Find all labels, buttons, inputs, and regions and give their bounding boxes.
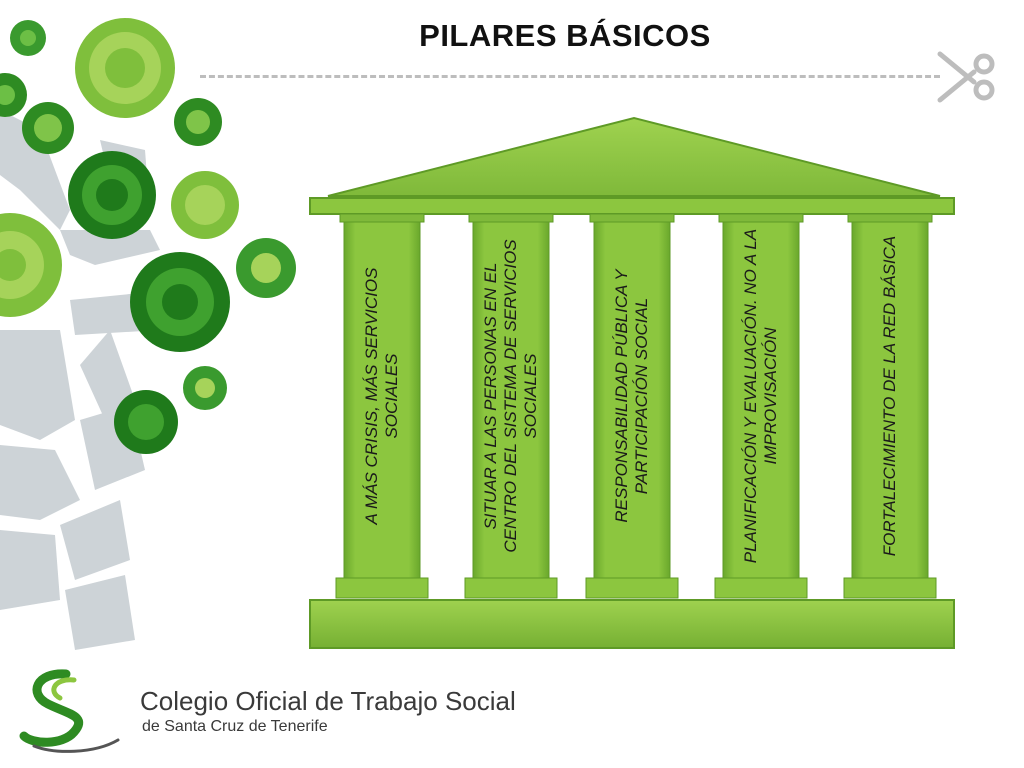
temple-diagram bbox=[309, 116, 955, 649]
temple-roof bbox=[327, 116, 941, 197]
pillar-label-3: RESPONSABILIDAD PÚBLICA Y PARTICIPACIÓN … bbox=[612, 269, 651, 523]
pillar-2 bbox=[464, 213, 558, 599]
college-logo-mark bbox=[19, 669, 120, 753]
pillar-label-1: A MÁS CRISIS, MÁS SERVICIOS SOCIALES bbox=[362, 267, 401, 525]
slide-title: PILARES BÁSICOS bbox=[419, 18, 711, 53]
logo-text-line2: de Santa Cruz de Tenerife bbox=[142, 718, 328, 735]
pillar-1 bbox=[335, 213, 429, 599]
temple-base bbox=[309, 599, 955, 649]
decorative-tree bbox=[0, 18, 296, 650]
pillar-label-5: FORTALECIMIENTO DE LA RED BÁSICA bbox=[880, 235, 899, 557]
pillar-5 bbox=[843, 213, 937, 599]
temple-entablature bbox=[309, 197, 955, 215]
logo-text-line1: Colegio Oficial de Trabajo Social bbox=[140, 686, 516, 716]
pillar-4 bbox=[714, 213, 808, 599]
pillar-3 bbox=[585, 213, 679, 599]
dashed-divider bbox=[200, 75, 940, 78]
pillar-label-2: SITUAR A LAS PERSONAS EN EL CENTRO DEL S… bbox=[481, 239, 540, 553]
pillar-label-4: PLANIFICACIÓN Y EVALUACIÓN. NO A LA IMPR… bbox=[741, 228, 780, 564]
scissors-icon bbox=[937, 51, 995, 103]
